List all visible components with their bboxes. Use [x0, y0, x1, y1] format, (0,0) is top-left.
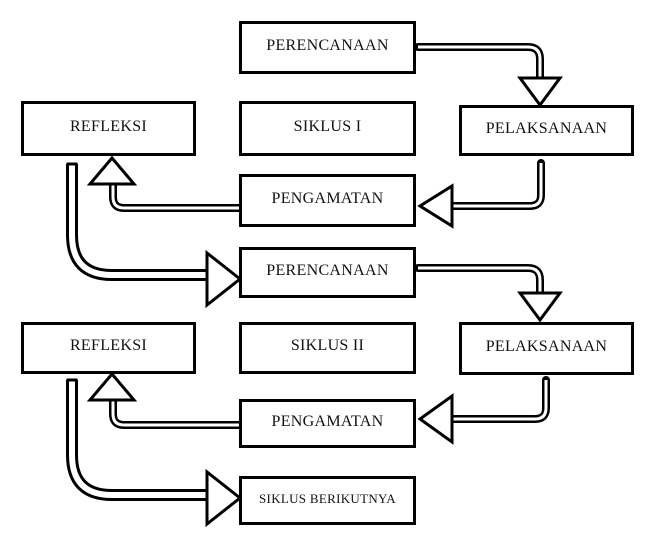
cycle-label-box-2: SIKLUS II — [239, 322, 416, 374]
reflection-label-cycle-2: REFLEKSI — [69, 337, 148, 354]
action-label-cycle-2: PELAKSANAAN — [485, 337, 608, 355]
observation-label-cycle-1: PENGAMATAN — [271, 189, 384, 207]
arrow-reflection-to-next-cycle — [66, 378, 243, 528]
action-box-cycle-1: PELAKSANAAN — [459, 105, 634, 156]
planning-label-cycle-1: PERENCANAAN — [266, 36, 389, 54]
observation-label-cycle-2: PENGAMATAN — [271, 412, 384, 430]
arrow-reflection-to-planning-2 — [66, 162, 243, 309]
arrow-observation-to-reflection-2 — [86, 371, 242, 429]
arrow-action-to-observation-2 — [417, 376, 550, 445]
observation-box-cycle-1: PENGAMATAN — [239, 174, 416, 227]
next-cycle-label: SIKLUS BERIKUTNYA — [259, 490, 396, 506]
reflection-box-cycle-1: REFLEKSI — [21, 101, 196, 156]
cycle-label-box-1: SIKLUS I — [239, 101, 416, 156]
next-cycle-box: SIKLUS BERIKUTNYA — [239, 476, 416, 525]
arrow-planning-to-action-2 — [414, 264, 563, 323]
reflection-label-cycle-1: REFLEKSI — [69, 117, 148, 135]
observation-box-cycle-2: PENGAMATAN — [239, 399, 416, 448]
planning-box-cycle-2: PERENCANAAN — [239, 247, 416, 298]
reflection-box-cycle-2: REFLEKSI — [21, 322, 196, 374]
cycle-label-2: SIKLUS II — [290, 337, 365, 354]
action-label-cycle-1: PELAKSANAAN — [485, 119, 608, 137]
arrow-planning-to-action-1 — [414, 43, 563, 108]
cycle-label-1: SIKLUS I — [293, 117, 362, 135]
arrow-observation-to-reflection-1 — [86, 155, 242, 212]
arrow-action-to-observation-1 — [417, 159, 545, 229]
planning-box-cycle-1: PERENCANAAN — [239, 21, 416, 74]
action-box-cycle-2: PELAKSANAAN — [459, 322, 634, 375]
planning-label-cycle-2: PERENCANAAN — [266, 261, 389, 279]
